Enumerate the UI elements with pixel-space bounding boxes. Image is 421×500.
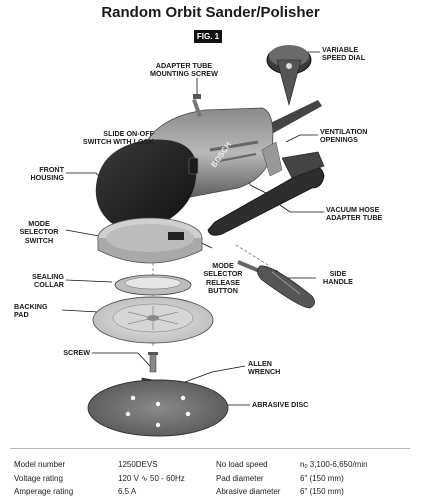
callout-variable-speed-dial: VARIABLE SPEED DIAL [322,45,366,63]
adapter-tube-screw [192,94,202,118]
mode-selector-switch [168,232,184,240]
callout-slide-switch: SLIDE ON-OFF SWITCH WITH LOCK [82,129,154,147]
abrasive-disc [87,379,229,437]
callout-allen-wrench: ALLEN WRENCH [248,359,281,377]
spec-values-left: 1250DEVS 120 V ∿ 50 - 60Hz 6.5 A [118,460,185,496]
callout-mode-selector-release-button: MODE SELECTOR RELEASE BUTTON [203,261,243,296]
spec-divider [10,448,410,449]
callout-sealing-collar: SEALING COLLAR [32,272,64,290]
backing-pad [92,296,214,344]
callout-backing-pad: BACKING PAD [14,302,48,320]
callout-vacuum-hose-adapter-tube: VACUUM HOSE ADAPTER TUBE [326,205,383,223]
callout-mode-selector-switch: MODE SELECTOR SWITCH [19,219,59,245]
side-handle [237,260,315,309]
slide-switch [188,157,199,175]
spec-no-load-speed: n0 3,100-6,650/min [300,460,368,470]
callout-ventilation-openings: VENTILATION OPENINGS [320,127,368,145]
figure-label: FIG. 1 [194,30,222,43]
spec-labels-right: No load speed Pad diameter Abrasive diam… [216,460,281,496]
variable-speed-dial [266,45,312,107]
callout-screw: SCREW [63,348,90,357]
diagram-title: Random Orbit Sander/Polisher [101,4,320,21]
screw [149,353,157,373]
callout-adapter-tube-mounting-screw: ADAPTER TUBE MOUNTING SCREW [150,61,218,79]
spec-labels-left: Model number Voltage rating Amperage rat… [14,460,74,496]
callout-side-handle: SIDE HANDLE [323,269,353,287]
callout-abrasive-disc: ABRASIVE DISC [252,400,309,409]
callout-front-housing: FRONT HOUSING [30,165,64,183]
spec-values-right: n0 3,100-6,650/min 6" (150 mm) 6" (150 m… [300,458,416,499]
